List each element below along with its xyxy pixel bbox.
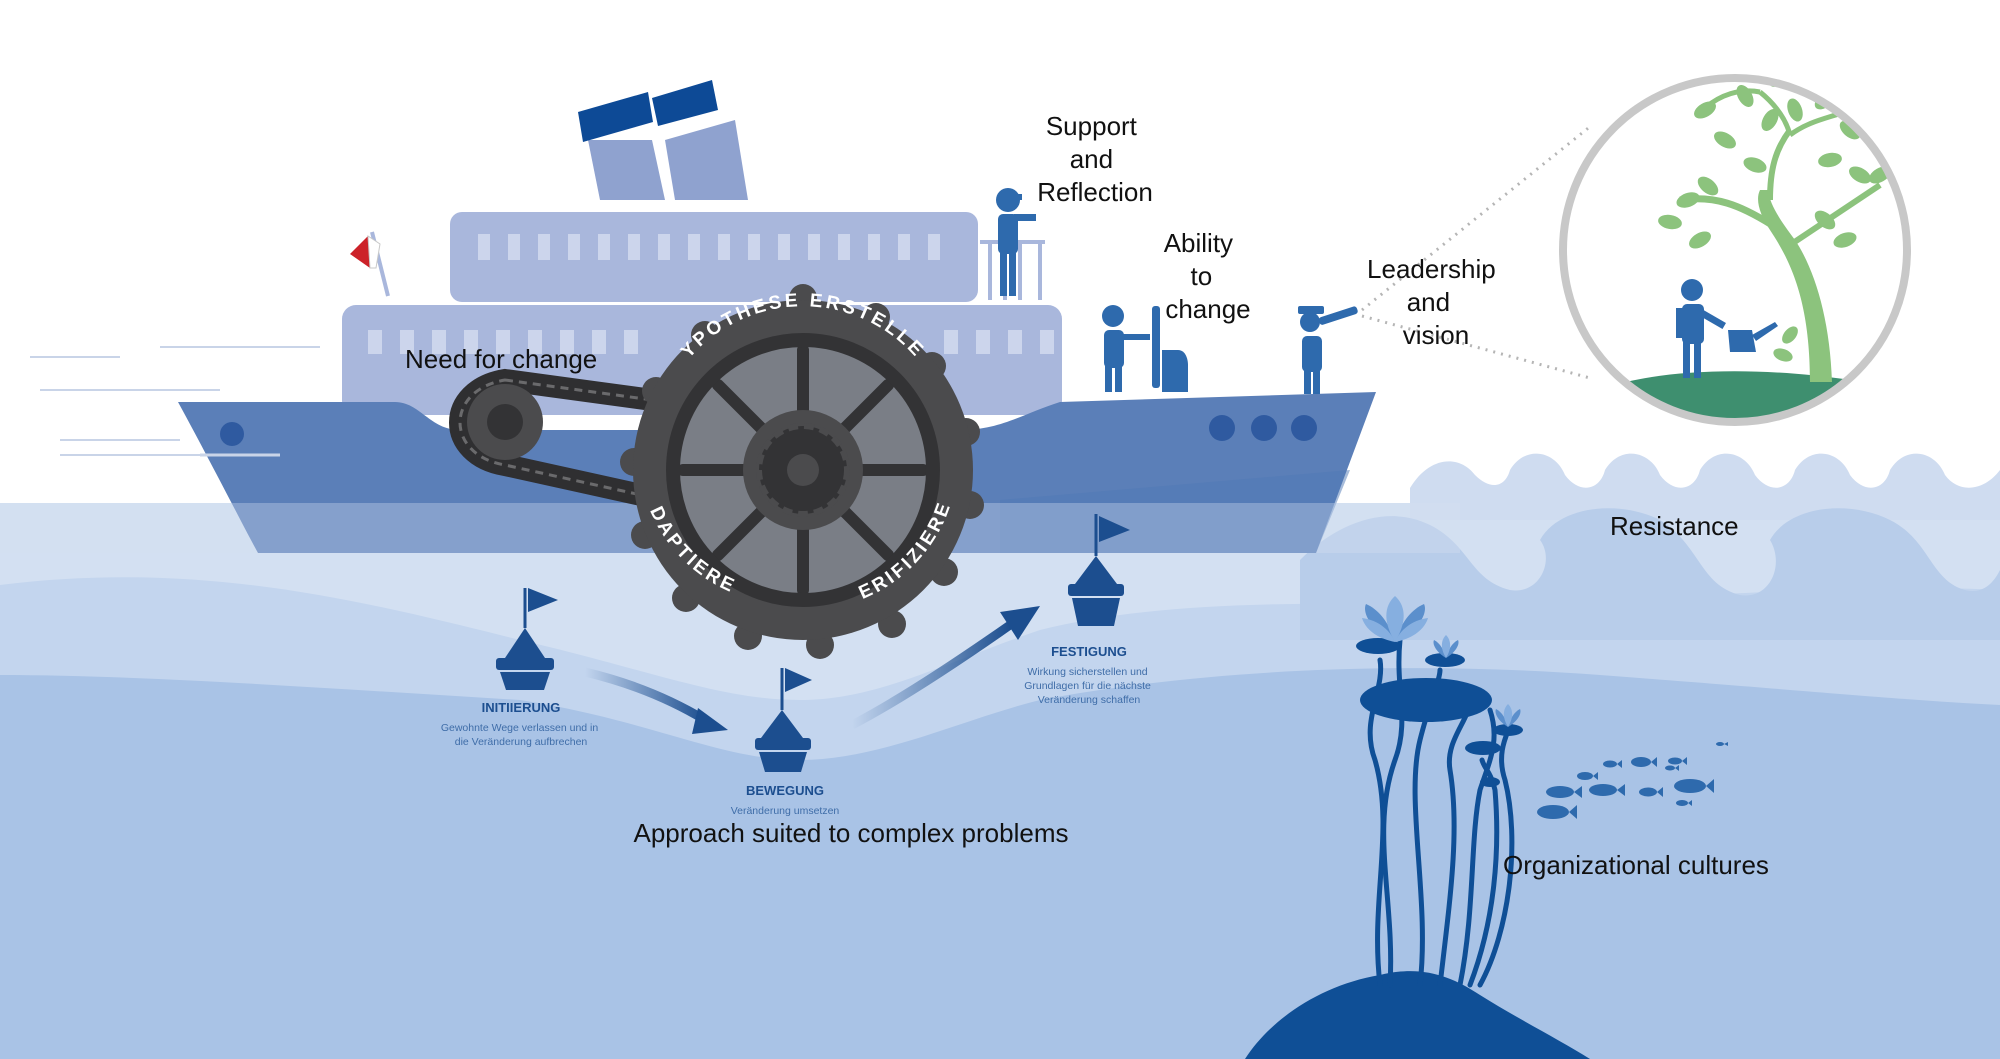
lily-pads — [1356, 638, 1523, 787]
resistance-waves-front — [1300, 508, 2000, 640]
lotus-flower-right-icon — [1495, 704, 1521, 727]
ability-to-change-label: Ability to change — [1164, 228, 1251, 324]
buoy-title-initiierung: INITIIERUNG — [482, 700, 561, 715]
organizational-cultures-label: Organizational cultures — [1503, 850, 1769, 880]
ship-hull-shadow — [1000, 470, 1350, 553]
support-reflection-line-2: and — [1070, 144, 1113, 174]
lotus-flower-icon — [1362, 596, 1428, 642]
buoy-icon-bewegung — [755, 668, 812, 772]
buoy-desc-festigung-2: Grundlagen für die nächste — [1024, 680, 1151, 692]
fish-school-icon — [1537, 742, 1728, 819]
support-reflection-label: Support and Reflection — [1037, 111, 1153, 207]
buoy-desc-bewegung-1: Veränderung umsetzen — [731, 805, 840, 817]
ship-chimney — [578, 80, 748, 200]
arrow-initiierung-to-bewegung — [583, 667, 728, 734]
vision-circle — [1559, 74, 1911, 426]
buoy-icon-festigung — [1068, 514, 1130, 626]
buoy-desc-initiierung-1: Gewohnte Wege verlassen und in — [441, 722, 599, 734]
paddle-wheel — [620, 284, 984, 659]
buoy-title-bewegung: BEWEGUNG — [746, 783, 824, 798]
buoy-desc-initiierung-2: die Veränderung aufbrechen — [455, 736, 588, 748]
ship-upper-deck — [450, 212, 978, 302]
buoy-desc-initiierung: Gewohnte Wege verlassen und in die Verän… — [441, 722, 601, 748]
ability-line-3: change — [1165, 294, 1250, 324]
buoy-title-festigung: FESTIGUNG — [1051, 644, 1127, 659]
leadership-line-2: and — [1407, 287, 1450, 317]
buoy-desc-bewegung: Veränderung umsetzen — [731, 805, 840, 817]
leadership-line-1: Leadership — [1367, 254, 1496, 284]
seabed-island — [1245, 971, 1590, 1059]
ability-figure-icon — [1102, 305, 1188, 392]
buoy-desc-festigung: Wirkung sicherstellen und Grundlagen für… — [1024, 666, 1154, 706]
resistance-label: Resistance — [1610, 511, 1739, 541]
leadership-vision-label: Leadership and vision — [1367, 254, 1503, 350]
support-figure-icon — [996, 188, 1036, 296]
ship-flag — [350, 231, 390, 297]
leadership-line-3: vision — [1403, 320, 1469, 350]
vision-dotted-lines — [1361, 123, 1593, 380]
leadership-figure-icon — [1298, 306, 1358, 394]
buoy-icon-initiierung — [496, 588, 558, 690]
resistance-waves-back — [1410, 453, 2000, 520]
bow-portholes — [1209, 415, 1317, 441]
arrow-bewegung-to-festigung — [849, 606, 1040, 729]
buoy-desc-festigung-1: Wirkung sicherstellen und — [1027, 666, 1147, 678]
ability-line-2: to — [1191, 261, 1213, 291]
support-reflection-line-1: Support — [1046, 111, 1138, 141]
support-reflection-line-3: Reflection — [1037, 177, 1153, 207]
gardener-figure-icon — [1676, 279, 1778, 378]
need-for-change-label: Need for change — [405, 344, 597, 374]
lotus-flower-small-icon — [1433, 635, 1459, 658]
buoy-desc-festigung-3: Veränderung schaffen — [1038, 694, 1141, 706]
ability-line-1: Ability — [1164, 228, 1233, 258]
stern-porthole — [220, 422, 244, 446]
approach-label: Approach suited to complex problems — [633, 818, 1068, 848]
